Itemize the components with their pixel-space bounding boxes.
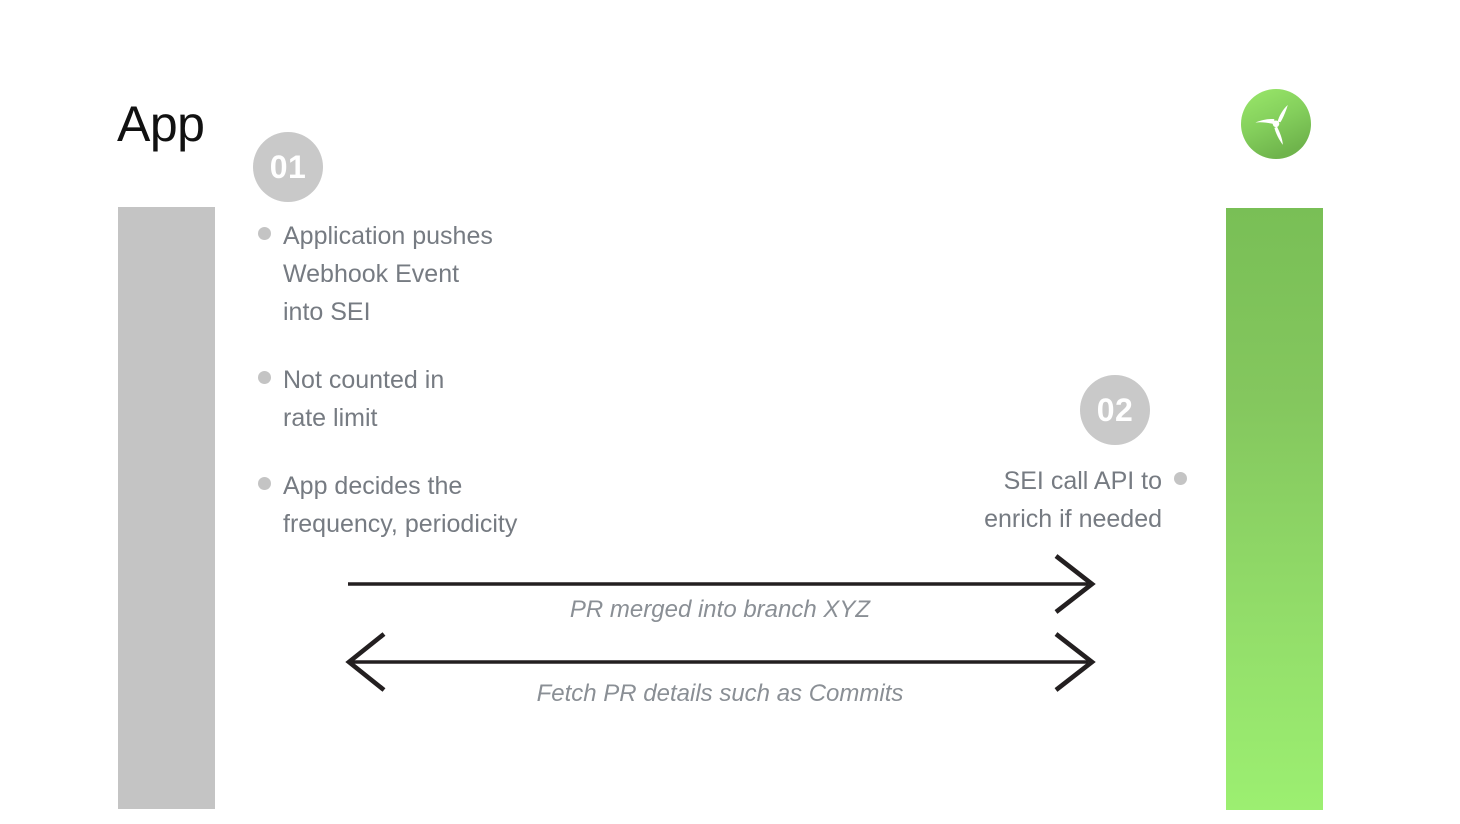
lane-bar-app xyxy=(118,207,215,809)
list-item: SEI call API to enrich if needed xyxy=(760,462,1187,538)
bullet-dot-icon xyxy=(1174,472,1187,485)
sequence-arrows xyxy=(345,554,1096,692)
lane-bar-sei xyxy=(1226,208,1323,810)
list-item: App decides the frequency, periodicity xyxy=(258,467,678,543)
bullet-dot-icon xyxy=(258,477,271,490)
bullet-text: SEI call API to enrich if needed xyxy=(984,467,1162,533)
bullet-dot-icon xyxy=(258,371,271,384)
list-item: Application pushes Webhook Event into SE… xyxy=(258,217,678,331)
bullet-group-app: Application pushes Webhook Event into SE… xyxy=(258,217,678,543)
bullet-text: Not counted in rate limit xyxy=(283,366,445,432)
page-title: App xyxy=(117,96,205,152)
bullet-text: Application pushes Webhook Event into SE… xyxy=(283,222,493,326)
arrow-fetch-pr-details xyxy=(345,632,1096,692)
bullet-text: App decides the frequency, periodicity xyxy=(283,472,518,538)
list-item: Not counted in rate limit xyxy=(258,361,678,437)
bullet-dot-icon xyxy=(258,227,271,240)
harness-propeller-logo xyxy=(1240,88,1312,160)
arrow-label-fetch-pr-details: Fetch PR details such as Commits xyxy=(536,680,904,707)
arrow-pr-merged xyxy=(348,554,1096,614)
bullet-group-sei: SEI call API to enrich if needed xyxy=(760,462,1187,538)
step-badge-02: 02 xyxy=(1080,375,1150,445)
arrow-label-pr-merged: PR merged into branch XYZ xyxy=(569,596,871,623)
step-badge-01: 01 xyxy=(253,132,323,202)
step-badge-01-label: 01 xyxy=(269,149,307,185)
step-badge-02-label: 02 xyxy=(1096,392,1134,428)
